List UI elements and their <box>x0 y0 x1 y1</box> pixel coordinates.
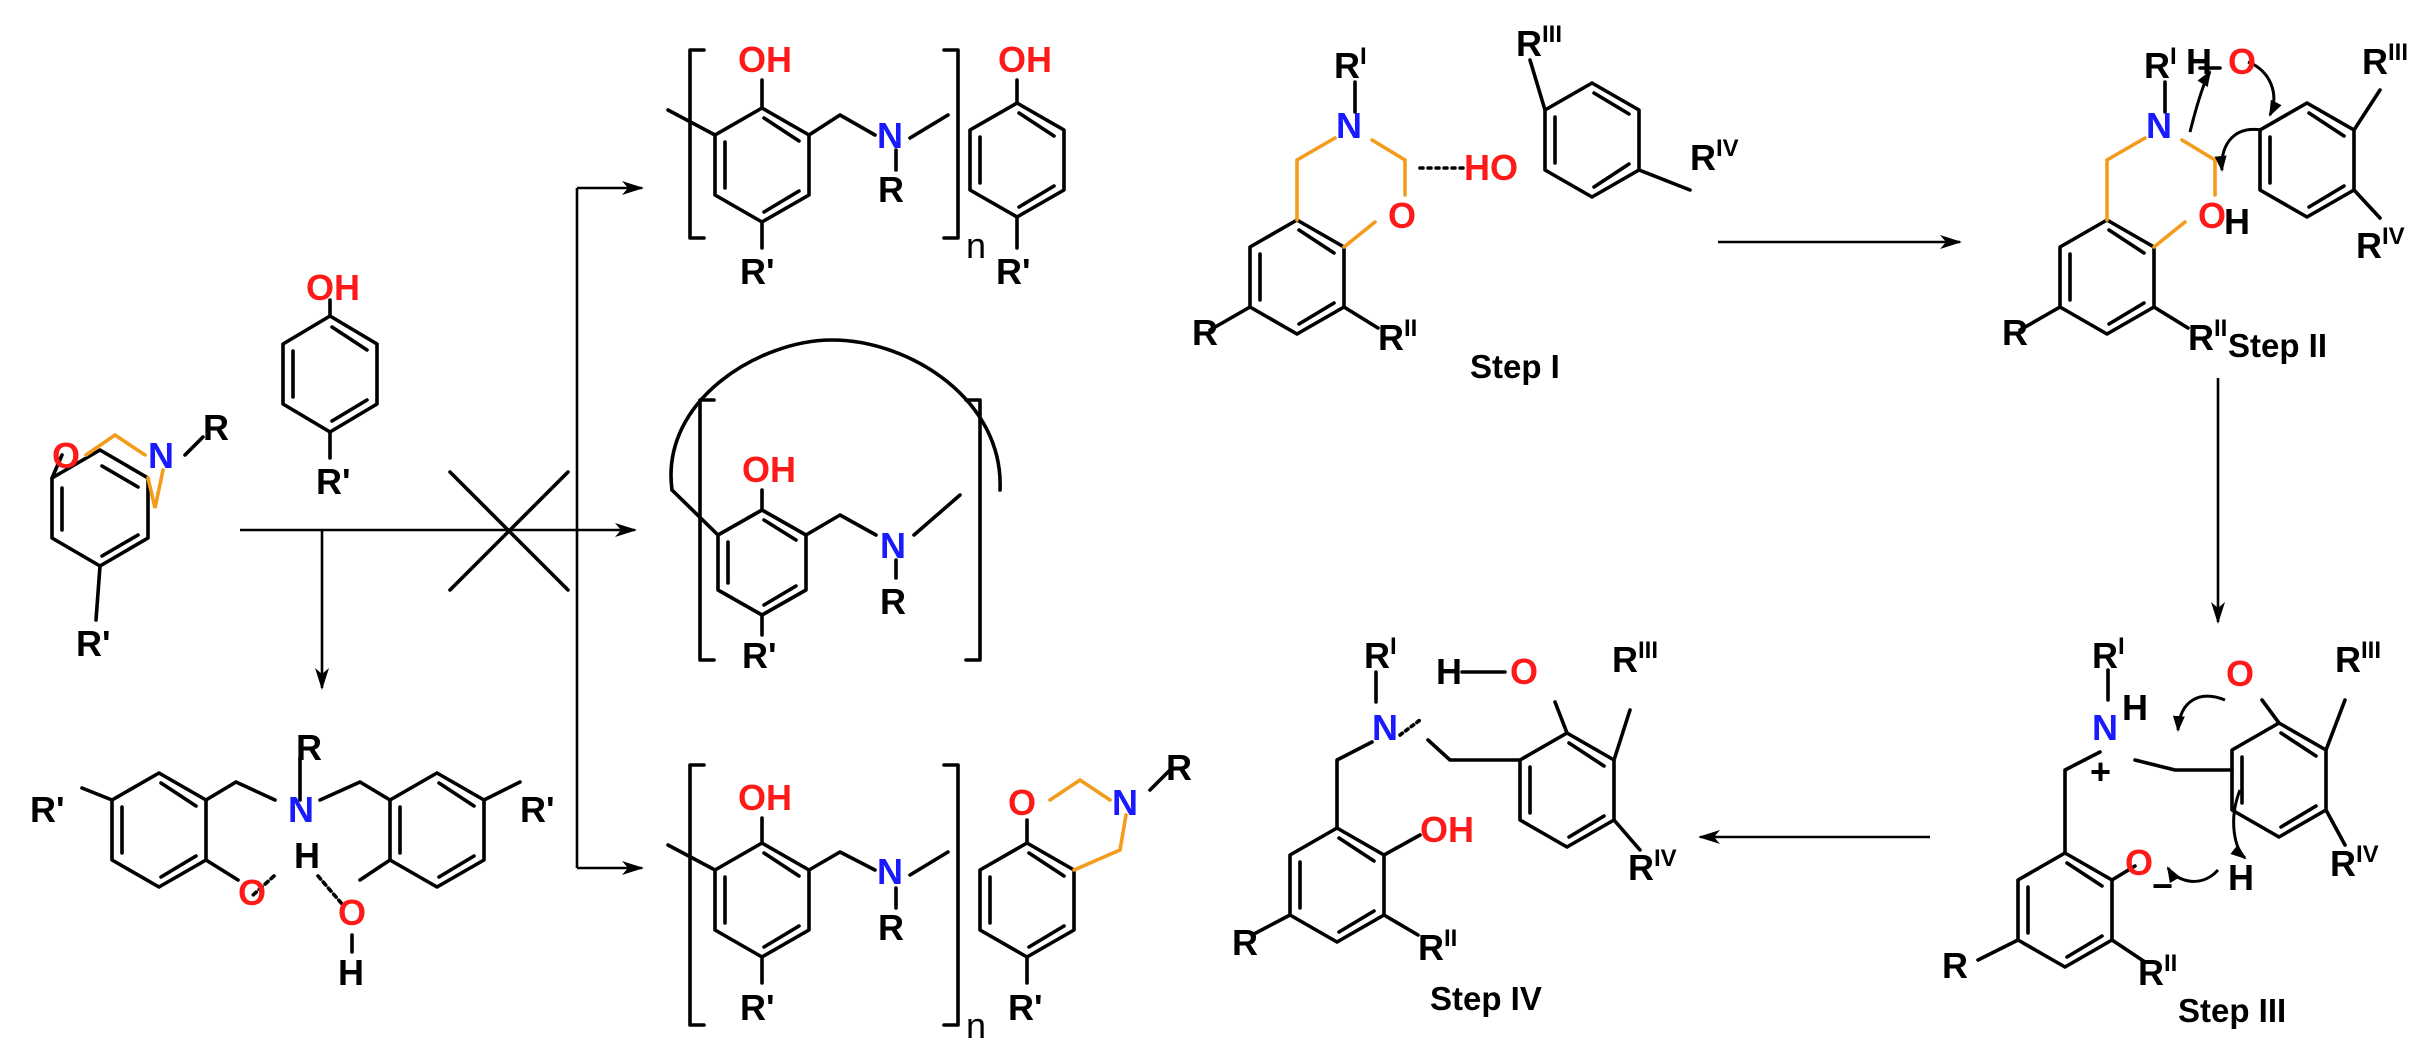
step-i-oxazine-o: O <box>1388 195 1416 236</box>
phenol-reagent: OH R' <box>281 267 379 502</box>
step-iii-label: Step III <box>2178 992 2286 1029</box>
dimer-right-r-prime: R' <box>520 789 555 830</box>
step-iv-r3: RIII <box>1612 637 1658 680</box>
oxazine-nitrogen: N <box>148 435 174 476</box>
step-i-label: Step I <box>1470 348 1560 385</box>
polymer-n-r: R <box>878 169 904 210</box>
step-iv-hydroxyl: OH <box>1420 809 1474 850</box>
oligomer-oxazine-r: R <box>1166 747 1192 788</box>
dimer-amine-n: N <box>288 789 314 830</box>
oligomer-end-r-prime: R' <box>1008 987 1043 1028</box>
step-iii-r1: RI <box>2092 633 2125 676</box>
step-ii-r: R <box>2002 312 2028 353</box>
step-ii-r3: RIII <box>2362 39 2408 82</box>
n-substituent-r: R <box>203 407 229 448</box>
dimer-hydroxyl-o: O <box>338 892 366 933</box>
step-iii-r: R <box>1942 945 1968 986</box>
step-ii-label: Step II <box>2228 327 2327 364</box>
step-ii-r2: RII <box>2188 315 2227 358</box>
step-i-complex: R RII RI N O HO RIII RIV Step I <box>1192 21 1739 385</box>
step-ii-h: H <box>2186 41 2212 82</box>
step-ii-phenol-o: O <box>2228 41 2256 82</box>
step-iii-r4: RIV <box>2330 841 2379 884</box>
step-iv-n: N <box>1372 707 1398 748</box>
end-group-hydroxyl: OH <box>998 39 1052 80</box>
cyclic-hydroxyl: OH <box>742 449 796 490</box>
step-i-r1: RI <box>1334 43 1367 86</box>
step-iv-r4: RIV <box>1628 845 1677 888</box>
polymer-repeat-n: n <box>966 225 986 266</box>
step-iii-minus: − <box>2152 865 2173 906</box>
step-iv-product: R RII OH RI N H O RIII RIV Step IV <box>1232 633 1677 1017</box>
step-iii-phenoxide-o: O <box>2125 842 2153 883</box>
step-iii-carbonyl-o: O <box>2226 653 2254 694</box>
blocked-pathway-cross <box>448 470 570 592</box>
step-iv-r2: RII <box>1418 925 1457 968</box>
step-iv-phenol-o: O <box>1510 651 1538 692</box>
cyclic-r-prime: R' <box>742 635 777 676</box>
dimer-n-r: R <box>296 727 322 768</box>
step-iv-r: R <box>1232 922 1258 963</box>
cyclic-oligomer: OH N R R' <box>669 338 1002 676</box>
benzoxazine-monomer: O N R R' <box>50 407 229 664</box>
step-iv-label: Step IV <box>1430 980 1542 1017</box>
step-iii-r2: RII <box>2138 950 2177 993</box>
step-i-r4: RIV <box>1690 135 1739 178</box>
dimer-hydroxyl-h: H <box>338 952 364 993</box>
hydrogen-bonded-dimer: R' R N H O O H R' <box>30 727 555 993</box>
step-i-phenol-oh: HO <box>1464 147 1518 188</box>
oligomer-amine-n: N <box>877 851 903 892</box>
dimer-left-r-prime: R' <box>30 789 65 830</box>
para-substituent-r-prime: R' <box>76 623 111 664</box>
oligomer-hydroxyl: OH <box>738 777 792 818</box>
linear-polymer: OH N R R' n OH R' <box>666 39 1066 292</box>
step-iv-r1: RI <box>1364 633 1397 676</box>
step-iii-n: N <box>2092 707 2118 748</box>
phenol-hydroxyl: OH <box>306 267 360 308</box>
step-iii-ring-h: H <box>2228 857 2254 898</box>
step-ii-ring-h: H <box>2224 201 2250 242</box>
step-ii-r1: RI <box>2144 43 2177 86</box>
oxazine-oxygen: O <box>52 435 80 476</box>
step-i-n: N <box>1336 105 1362 146</box>
oxazine-terminated-oligomer: OH N R R' n O N R R' <box>666 747 1192 1046</box>
step-iii-intermediate: R RII RI N H + O O − H RIII RIV Step III <box>1942 633 2381 1029</box>
oligomer-oxazine-n: N <box>1112 782 1138 823</box>
oligomer-r-prime: R' <box>740 987 775 1028</box>
step-iv-h: H <box>1436 651 1462 692</box>
polymer-amine-n: N <box>877 115 903 156</box>
oligomer-n-r: R <box>878 907 904 948</box>
step-i-r2: RII <box>1378 315 1417 358</box>
step-i-r3: RIII <box>1516 21 1562 64</box>
phenol-r-prime: R' <box>316 461 351 502</box>
step-ii-n: N <box>2146 105 2172 146</box>
step-ii-oxazine-o: O <box>2198 195 2226 236</box>
dimer-phenoxide-o: O <box>238 872 266 913</box>
oligomer-oxazine-o: O <box>1008 782 1036 823</box>
dimer-nh-hydrogen: H <box>294 835 320 876</box>
cyclic-amine-n: N <box>880 525 906 566</box>
polymer-hydroxyl: OH <box>738 39 792 80</box>
step-i-r: R <box>1192 312 1218 353</box>
cyclic-n-r: R <box>880 581 906 622</box>
step-ii-complex: R RII RI N O H O H RIII RIV Step II <box>2002 39 2408 364</box>
polymer-r-prime: R' <box>740 251 775 292</box>
step-iii-r3: RIII <box>2335 637 2381 680</box>
step-ii-r4: RIV <box>2356 223 2405 266</box>
oligomer-repeat-n: n <box>966 1005 986 1046</box>
end-group-r-prime: R' <box>996 251 1031 292</box>
step-iii-nh: H <box>2122 687 2148 728</box>
step-iii-plus: + <box>2090 751 2111 792</box>
